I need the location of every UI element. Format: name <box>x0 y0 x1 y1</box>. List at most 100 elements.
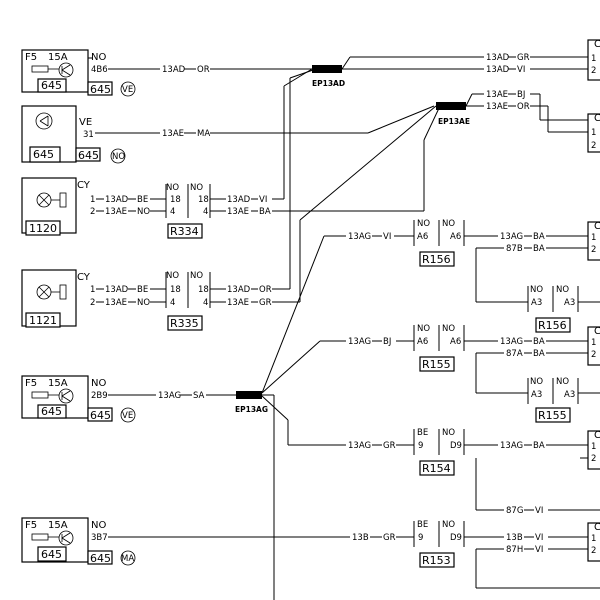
wire-label: 87G <box>506 506 523 516</box>
wire-label: 13B <box>506 533 523 543</box>
connector-left-code: BE <box>417 428 428 438</box>
wire-color: VI <box>535 533 543 543</box>
connector-id: R155 <box>538 409 567 422</box>
wire-label: 87B <box>506 244 523 254</box>
edge-label: C <box>594 522 600 533</box>
wire-color: VI <box>535 506 543 516</box>
pin-number: A3 <box>564 390 575 400</box>
wire-label: 13AD <box>486 65 510 75</box>
connector-r156-top: NO NO A6 A6 R156 <box>413 219 465 267</box>
edge-component-box <box>587 326 600 366</box>
connector-id-box <box>535 407 571 423</box>
pin-number: 4B6 <box>91 65 108 75</box>
wire-label: 13AD <box>227 195 251 205</box>
wire-color: GR <box>383 533 396 543</box>
fuse-label: F5 <box>25 378 37 389</box>
wire-color: VI <box>517 65 525 75</box>
wire-label: 13AE <box>486 102 508 112</box>
unit-number-box <box>37 78 67 93</box>
unit-number: 1121 <box>29 314 57 327</box>
pin-number: 2 <box>591 66 596 76</box>
connector-id-box <box>167 315 203 331</box>
connector-code: NO <box>91 52 106 63</box>
unit-number: 645 <box>41 405 62 418</box>
wire-color: BA <box>533 441 545 451</box>
connector-code: NO <box>91 520 106 531</box>
connector-code: VE <box>79 117 92 128</box>
connector-code: NO <box>91 378 106 389</box>
connector-left-code: NO <box>166 271 179 281</box>
pin-number: 18 <box>170 285 181 295</box>
wire-color: VI <box>535 545 543 555</box>
wire-color: GR <box>259 298 272 308</box>
wire-color: SA <box>193 391 205 401</box>
wire-label: 13AG <box>500 337 523 347</box>
connector-id: R156 <box>422 253 451 266</box>
pin-number: 3B7 <box>91 533 108 543</box>
color-circle <box>120 81 136 97</box>
pin-number: 2 <box>591 141 596 151</box>
pin-number: 2 <box>591 350 596 360</box>
pin-number: 4 <box>170 298 175 308</box>
fuse-label: F5 <box>25 52 37 63</box>
wire-color: BA <box>533 337 545 347</box>
fuse-rating: 15A <box>48 52 68 63</box>
connector-r155-bottom: NO NO A3 A3 R155 <box>527 377 579 423</box>
color-code: VE <box>122 411 133 421</box>
connector-right-code: NO <box>190 183 203 193</box>
unit-number-box <box>37 404 67 419</box>
connector-r155-top: NO NO A6 A6 R155 <box>413 324 465 372</box>
wire-label: 13B <box>352 533 369 543</box>
wire-label: 13AG <box>158 391 181 401</box>
pin-number: A6 <box>450 232 461 242</box>
wire-label: 13AG <box>348 337 371 347</box>
pin-number: A3 <box>564 298 575 308</box>
lamp-unit-1120: 1120 CY 1 2 <box>21 177 95 236</box>
connector-r334: NO NO 18 18 4 4 R334 <box>165 183 211 239</box>
wire-color: BA <box>533 244 545 254</box>
connector-left-code: NO <box>530 285 543 295</box>
edge-label: C <box>594 113 600 124</box>
splice-bar <box>436 102 466 110</box>
pin-number: 9 <box>418 441 423 451</box>
wire-color: GR <box>517 53 530 63</box>
connector-r335: NO NO 18 18 4 4 R335 <box>165 271 211 331</box>
wire-color: BA <box>533 232 545 242</box>
edge-label: C <box>594 430 600 441</box>
pin-number: A3 <box>531 390 542 400</box>
diode-icon <box>35 112 53 130</box>
wire-color: BJ <box>517 90 525 100</box>
unit-number-box <box>37 546 67 562</box>
connector-id-box <box>419 460 455 476</box>
connector-id: R153 <box>422 554 451 567</box>
wire-ref: 645 <box>90 83 111 96</box>
wire-color: BA <box>259 207 271 217</box>
wire-label: 13AG <box>348 232 371 242</box>
connector-left-code: NO <box>417 324 430 334</box>
fuse-unit-2: F5 15A 645 NO 2B9 645 VE <box>21 375 136 423</box>
wire-ref: 645 <box>90 409 111 422</box>
wire-label: 13AE <box>162 129 184 139</box>
wire-color: GR <box>383 441 396 451</box>
relay-transistor-icon <box>58 530 74 546</box>
connector-id: R155 <box>422 358 451 371</box>
connector-right-code: NO <box>442 324 455 334</box>
wire-label: 13AE <box>105 298 127 308</box>
color-circle <box>120 550 136 566</box>
relay-transistor-icon <box>58 388 74 404</box>
color-code: VE <box>122 85 133 95</box>
pin-number: 2B9 <box>91 391 108 401</box>
connector-id-box <box>419 552 455 568</box>
fuse-unit-1: F5 15A 645 NO 4B6 645 VE <box>21 49 136 97</box>
connector-right-code: NO <box>442 428 455 438</box>
pin-number: 1 <box>591 128 596 138</box>
wire-ref-box <box>75 147 101 162</box>
connector-r156-bottom: NO NO A3 A3 R156 <box>527 285 579 333</box>
connector-id: R154 <box>422 462 451 475</box>
pin-number: 1 <box>90 285 95 295</box>
relay-transistor-icon <box>58 62 74 78</box>
pin-number: 1 <box>591 54 596 64</box>
connector-right-code: NO <box>190 271 203 281</box>
pin-number: 1 <box>90 195 95 205</box>
